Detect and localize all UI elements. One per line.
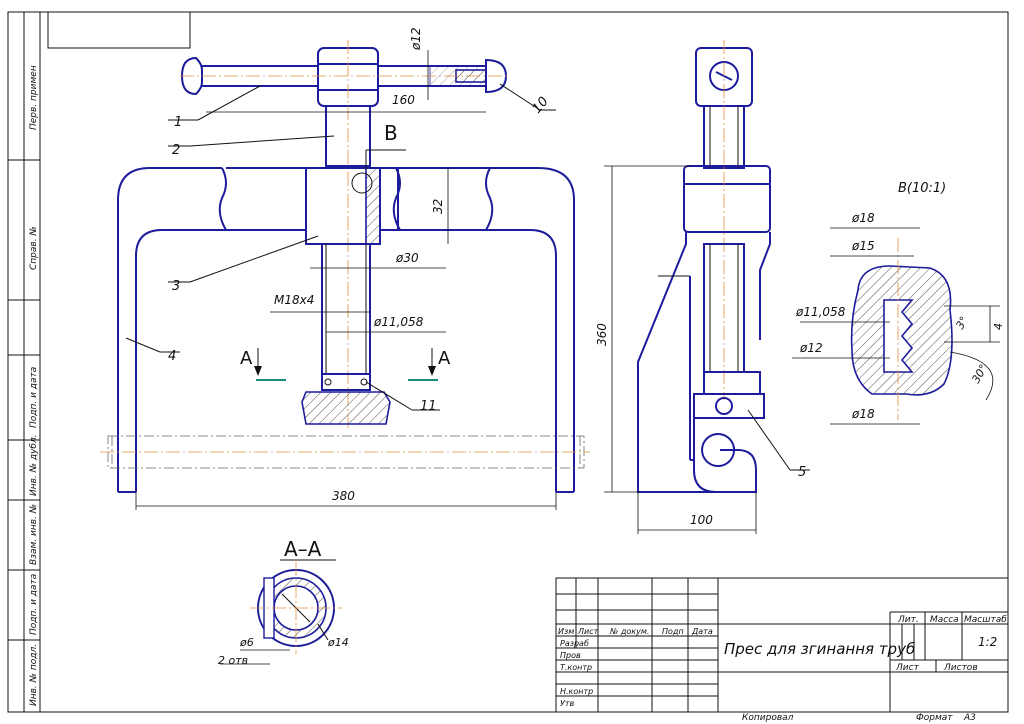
dim-w100: 100 bbox=[690, 513, 713, 527]
mass-label: Масса bbox=[930, 615, 959, 625]
callout-10: 10 bbox=[530, 94, 552, 116]
label-section-a-left: A bbox=[240, 348, 253, 369]
det-d12: ø12 bbox=[799, 341, 823, 355]
margin-inv-podl: Инв. № подл. bbox=[29, 644, 39, 706]
callout-4: 4 bbox=[168, 349, 176, 364]
detail-b-title: B(10:1) bbox=[898, 181, 946, 196]
callout-1: 1 bbox=[174, 115, 182, 130]
dim-d12: ø12 bbox=[409, 27, 423, 51]
callout-3: 3 bbox=[172, 279, 180, 294]
callouts-front: 1 2 3 4 10 11 bbox=[125, 83, 556, 414]
detail-b: B(10:1) ø18 ø15 ø11,058 ø12 ø18 4 3° 30° bbox=[792, 181, 1005, 425]
scale-label: Масштаб bbox=[964, 615, 1007, 625]
lit-label: Лит. bbox=[897, 615, 919, 625]
hdr-podp: Подп bbox=[662, 627, 684, 636]
section-a-a: A–A ø6 ø14 2 отв bbox=[218, 537, 349, 667]
copied-label: Копировал bbox=[742, 713, 794, 723]
margin-sprav-no: Справ. № bbox=[29, 226, 39, 270]
view-labels: B A A bbox=[240, 121, 451, 369]
dim-holes: 2 отв bbox=[218, 654, 248, 667]
sheets-label: Листов bbox=[943, 663, 978, 673]
side-margin-labels: Перв. примен Справ. № Подп. и дата Инв. … bbox=[29, 65, 39, 706]
front-view bbox=[100, 40, 590, 493]
dim-h32: 32 bbox=[431, 199, 445, 214]
drawing-title: Прес для згинання труб bbox=[724, 640, 915, 658]
dim-d14: ø14 bbox=[327, 636, 349, 649]
section-title: A–A bbox=[284, 537, 322, 561]
scale-value: 1:2 bbox=[978, 635, 997, 649]
side-view-dimensions: 360 100 5 bbox=[595, 165, 810, 534]
dim-len380: 380 bbox=[332, 489, 355, 503]
dim-h360: 360 bbox=[595, 323, 609, 346]
title-block: Изм Лист № докум. Подп Дата Разраб Пров … bbox=[555, 577, 1009, 723]
margin-perv-primen: Перв. примен bbox=[29, 65, 39, 130]
det-d18a: ø18 bbox=[851, 211, 875, 225]
label-section-a-right: A bbox=[438, 348, 451, 369]
sheet-frame bbox=[7, 11, 1009, 713]
side-view bbox=[637, 40, 771, 493]
role-nkontr: Н.контр bbox=[560, 687, 593, 696]
det-d15: ø15 bbox=[851, 239, 875, 253]
dim-len160: 160 bbox=[392, 93, 415, 107]
role-utv: Утв bbox=[560, 699, 575, 708]
role-prov: Пров bbox=[560, 651, 581, 660]
det-ang3: 3° bbox=[953, 314, 971, 331]
hdr-dokum: № докум. bbox=[609, 627, 649, 636]
hdr-list: Лист bbox=[577, 627, 599, 636]
role-tkontr: Т.контр bbox=[560, 663, 592, 672]
hdr-izm: Изм bbox=[558, 627, 574, 636]
det-ang30: 30° bbox=[969, 362, 990, 385]
callout-2: 2 bbox=[172, 143, 180, 158]
margin-podp-data-1: Подп. и дата bbox=[29, 367, 39, 428]
callout-11: 11 bbox=[420, 399, 437, 414]
margin-podp-data-2: Подп. и дата bbox=[29, 574, 39, 635]
dim-thread: M18x4 bbox=[274, 293, 314, 307]
callout-5: 5 bbox=[798, 465, 806, 480]
hdr-data: Дата bbox=[691, 627, 713, 636]
front-view-dimensions: ø12 160 32 ø30 M18x4 ø11,058 380 bbox=[135, 27, 557, 510]
format-label: Формат bbox=[916, 713, 953, 723]
dim-d6: ø6 bbox=[239, 636, 254, 649]
det-pitch4: 4 bbox=[992, 323, 1005, 330]
dim-d30: ø30 bbox=[395, 251, 419, 265]
role-razrab: Разраб bbox=[560, 639, 589, 648]
dim-d11: ø11,058 bbox=[373, 315, 424, 329]
sheet-label: Лист bbox=[895, 663, 920, 673]
det-d18b: ø18 bbox=[851, 407, 875, 421]
label-view-b: B bbox=[384, 121, 398, 145]
margin-vzam-inv: Взам. инв. № bbox=[29, 504, 39, 565]
margin-inv-dubl: Инв. № дубл. bbox=[29, 434, 39, 496]
det-d11: ø11,058 bbox=[795, 305, 846, 319]
format-value: А3 bbox=[963, 713, 976, 723]
